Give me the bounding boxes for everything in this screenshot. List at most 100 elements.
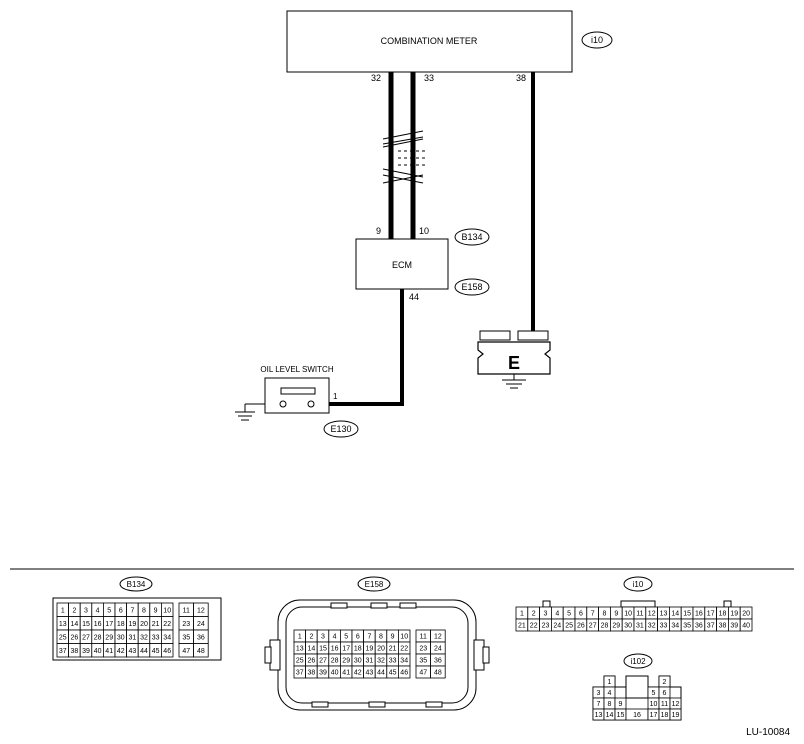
pin-number: 24 bbox=[553, 623, 561, 630]
pin-number: 18 bbox=[354, 646, 362, 653]
i10-face-title-oval bbox=[623, 576, 653, 592]
pin-number: 28 bbox=[601, 623, 609, 630]
pin-number: 41 bbox=[105, 648, 113, 655]
b134-face-title: B134 bbox=[127, 580, 146, 589]
pin-number: 23 bbox=[542, 623, 550, 630]
pin-number: 28 bbox=[94, 634, 102, 641]
pin-number: 43 bbox=[129, 648, 137, 655]
pin-switch-1: 1 bbox=[333, 392, 338, 401]
pin-number: 14 bbox=[671, 611, 679, 618]
pin-number: 30 bbox=[624, 623, 632, 630]
pin-number: 8 bbox=[142, 607, 146, 614]
ground-block bbox=[477, 330, 551, 389]
pin-number: 12 bbox=[434, 634, 442, 641]
oil-level-switch-box bbox=[264, 377, 330, 414]
pin-number: 35 bbox=[683, 623, 691, 630]
pin-number: 33 bbox=[152, 634, 160, 641]
pin-number: 6 bbox=[579, 611, 583, 618]
pin-number: 30 bbox=[117, 634, 125, 641]
pin-number: 38 bbox=[308, 670, 316, 677]
pin-ecm-10: 10 bbox=[419, 226, 429, 236]
pin-number: 19 bbox=[129, 621, 137, 628]
pin-number: 16 bbox=[633, 712, 641, 719]
pin-number: 48 bbox=[434, 670, 442, 677]
pin-number: 38 bbox=[71, 648, 79, 655]
pin-number: 33 bbox=[660, 623, 668, 630]
pin-number: 25 bbox=[565, 623, 573, 630]
pin-number: 24 bbox=[434, 646, 442, 653]
pin-number: 32 bbox=[377, 658, 385, 665]
pin-number: 5 bbox=[567, 611, 571, 618]
pin-number: 33 bbox=[389, 658, 397, 665]
pin-cell bbox=[739, 618, 753, 632]
pin-number: 1 bbox=[520, 611, 524, 618]
pin-number: 19 bbox=[672, 712, 680, 719]
pin-number: 19 bbox=[366, 646, 374, 653]
pin-number: 31 bbox=[636, 623, 644, 630]
pin-number: 10 bbox=[624, 611, 632, 618]
pin-cell bbox=[669, 708, 682, 721]
pin-number: 26 bbox=[71, 634, 79, 641]
pin-number: 24 bbox=[197, 621, 205, 628]
pin-number: 44 bbox=[377, 670, 385, 677]
pin-number: 8 bbox=[379, 634, 383, 641]
pin-number: 29 bbox=[612, 623, 620, 630]
pin-number: 7 bbox=[591, 611, 595, 618]
pin-number: 7 bbox=[367, 634, 371, 641]
i10-tag-oval bbox=[581, 31, 613, 49]
combination-meter-box bbox=[286, 10, 573, 73]
pin-number: 36 bbox=[197, 634, 205, 641]
pin-number: 22 bbox=[400, 646, 408, 653]
oil-level-switch-label: OIL LEVEL SWITCH bbox=[260, 365, 333, 374]
pin-number: 4 bbox=[333, 634, 337, 641]
pin-number: 21 bbox=[518, 623, 526, 630]
pin-number: 17 bbox=[105, 621, 113, 628]
pin-number: 30 bbox=[354, 658, 362, 665]
pin-number: 40 bbox=[331, 670, 339, 677]
pin-number: 17 bbox=[707, 611, 715, 618]
pin-number: 15 bbox=[82, 621, 90, 628]
pin-number: 12 bbox=[197, 607, 205, 614]
pin-number: 3 bbox=[544, 611, 548, 618]
pin-number: 26 bbox=[577, 623, 585, 630]
pin-number: 3 bbox=[321, 634, 325, 641]
e130-tag-oval bbox=[323, 420, 359, 438]
pin-number: 9 bbox=[614, 611, 618, 618]
pin-number: 27 bbox=[82, 634, 90, 641]
ecm-box bbox=[355, 238, 449, 290]
pin-meter-32: 32 bbox=[371, 73, 381, 83]
pin-number: 25 bbox=[296, 658, 304, 665]
pin-number: 21 bbox=[152, 621, 160, 628]
pin-number: 17 bbox=[650, 712, 658, 719]
pin-number: 11 bbox=[420, 634, 427, 641]
pin-number: 9 bbox=[154, 607, 158, 614]
pin-number: 23 bbox=[419, 646, 427, 653]
pin-number: 35 bbox=[182, 634, 190, 641]
pin-number: 37 bbox=[707, 623, 715, 630]
pin-number: 39 bbox=[319, 670, 327, 677]
e158-face-title-oval bbox=[357, 576, 391, 592]
pin-number: 10 bbox=[400, 634, 408, 641]
pin-number: 29 bbox=[342, 658, 350, 665]
pin-number: 35 bbox=[419, 658, 427, 665]
pin-number: 13 bbox=[59, 621, 67, 628]
pin-number: 5 bbox=[652, 690, 656, 697]
pin-number: 1 bbox=[608, 679, 612, 686]
combination-meter-label: COMBINATION METER bbox=[381, 36, 478, 46]
pin-number: 44 bbox=[140, 648, 148, 655]
pin-cell bbox=[397, 665, 411, 679]
pin-number: 14 bbox=[308, 646, 316, 653]
pin-number: 36 bbox=[695, 623, 703, 630]
pin-number: 15 bbox=[617, 712, 625, 719]
pin-number: 2 bbox=[532, 611, 536, 618]
pin-number: 45 bbox=[389, 670, 397, 677]
pin-ecm-44: 44 bbox=[409, 292, 419, 302]
pin-number: 20 bbox=[377, 646, 385, 653]
pin-number: 29 bbox=[105, 634, 113, 641]
pin-number: 1 bbox=[298, 634, 302, 641]
pin-number: 34 bbox=[400, 658, 408, 665]
pin-number: 13 bbox=[660, 611, 668, 618]
pin-number: 11 bbox=[636, 611, 643, 618]
twisted-pair-symbol bbox=[382, 130, 428, 184]
